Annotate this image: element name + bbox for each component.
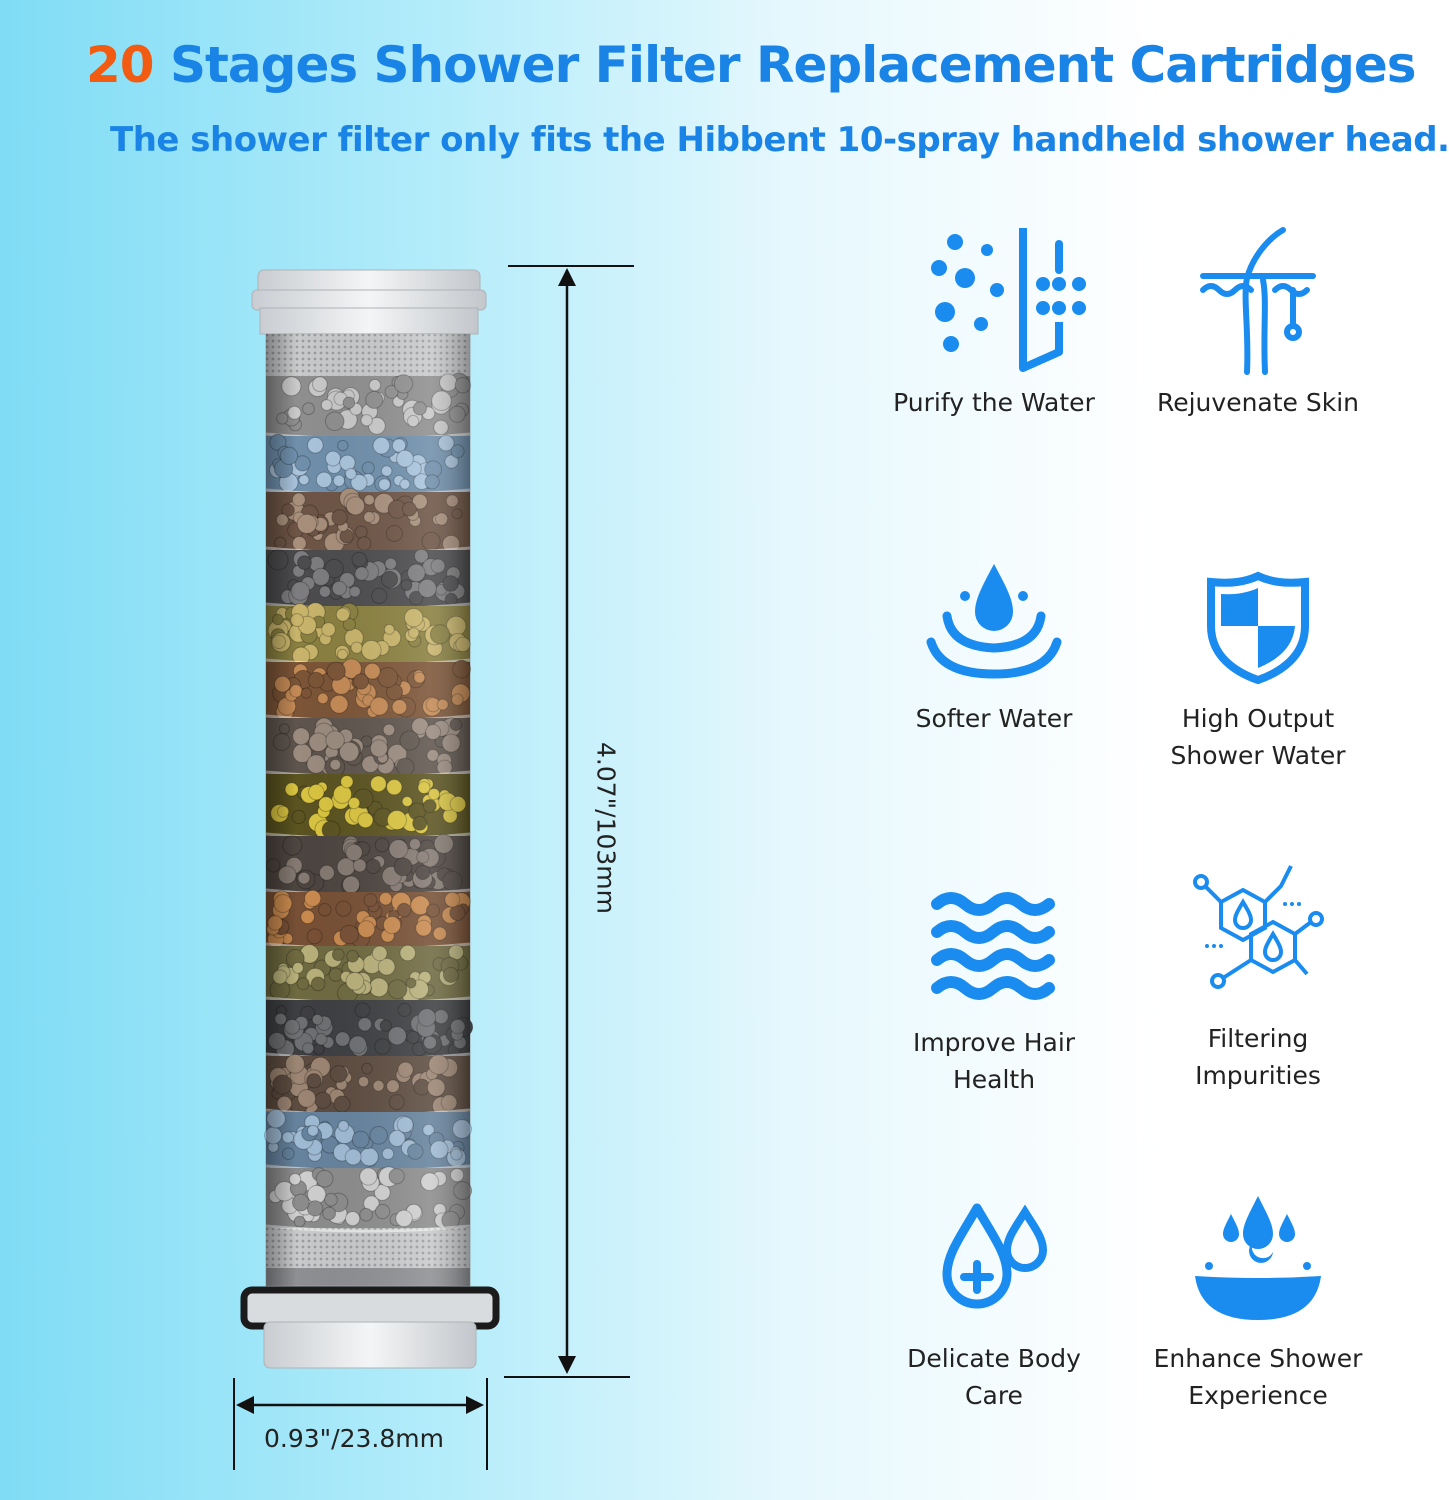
width-dimension-arrow — [236, 1396, 484, 1414]
feature-filtering-impurities: Filtering Impurities — [1128, 856, 1388, 1094]
feature-softer-water: Softer Water — [864, 556, 1124, 737]
drops-moon-icon — [1195, 1196, 1321, 1320]
height-dimension-bottom-line — [504, 1376, 630, 1378]
skin-icon — [1200, 227, 1316, 375]
feature-label: Filtering Impurities — [1195, 1024, 1321, 1090]
feature-rejuvenate-skin: Rejuvenate Skin — [1128, 220, 1388, 421]
purify-water-icon — [931, 228, 1086, 372]
drops-plus-icon — [942, 1203, 1048, 1309]
width-dimension-label: 0.93"/23.8mm — [264, 1424, 444, 1453]
page-subtitle: The shower filter only fits the Hibbent … — [110, 120, 1449, 160]
height-dimension-label: 4.07"/103mm — [591, 741, 621, 915]
feature-shower-experience: Enhance Shower Experience — [1128, 1196, 1388, 1414]
feature-purify-water: Purify the Water — [864, 220, 1124, 421]
feature-label: Rejuvenate Skin — [1156, 388, 1360, 417]
shield-icon — [1207, 571, 1309, 685]
filter-cartridge-image — [240, 260, 500, 1377]
feature-label: Enhance Shower Experience — [1153, 1344, 1363, 1410]
page-title: 20 Stages Shower Filter Replacement Cart… — [86, 36, 1417, 94]
water-drop-splash-icon — [926, 564, 1062, 679]
molecule-icon — [1193, 865, 1324, 989]
width-dimension-right-line — [486, 1378, 488, 1470]
height-dimension-arrow — [558, 268, 576, 1374]
feature-hair-health: Improve Hair Health — [864, 880, 1124, 1098]
width-dimension-left-line — [233, 1378, 235, 1470]
feature-label: Softer Water — [915, 704, 1073, 733]
feature-label: Purify the Water — [893, 388, 1095, 417]
title-text: Stages Shower Filter Replacement Cartrid… — [170, 36, 1417, 94]
feature-high-output: High Output Shower Water — [1128, 556, 1388, 774]
feature-label: Improve Hair Health — [912, 1028, 1076, 1094]
title-number: 20 — [86, 36, 155, 94]
waves-icon — [931, 892, 1055, 1000]
height-dimension-top-line — [508, 265, 634, 267]
feature-label: Delicate Body Care — [907, 1344, 1081, 1410]
feature-body-care: Delicate Body Care — [864, 1196, 1124, 1414]
feature-label: High Output Shower Water — [1170, 704, 1346, 770]
